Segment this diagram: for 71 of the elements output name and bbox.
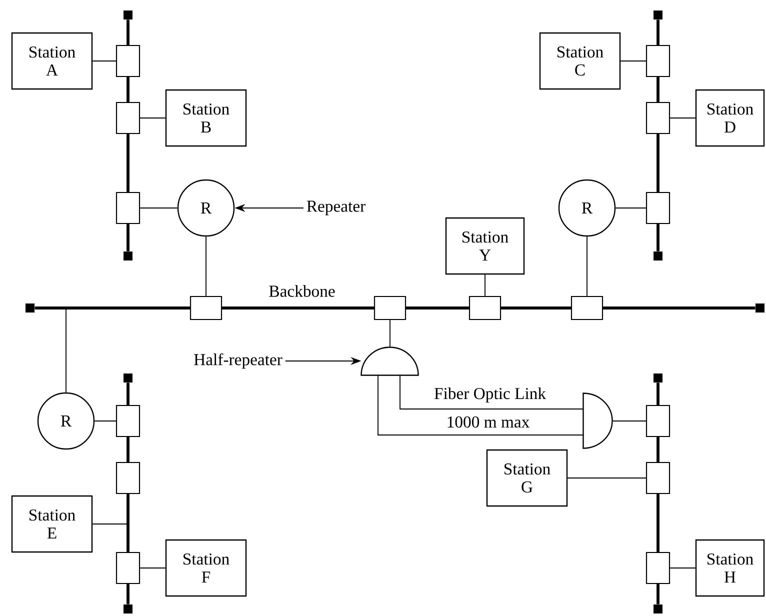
transceiver-box (468, 296, 502, 320)
cable-segment (126, 20, 130, 45)
fiber-line (378, 374, 584, 436)
cable-segment (126, 134, 130, 192)
cable-segment (126, 382, 130, 405)
transceiver-box (646, 102, 670, 134)
terminator (124, 252, 132, 260)
callout-label: Repeater (306, 200, 366, 216)
cable-segment (406, 306, 469, 310)
transceiver-box (116, 44, 140, 78)
cable-segment (656, 584, 660, 604)
terminator (654, 252, 662, 260)
station-box: Station D (695, 89, 765, 147)
cable-segment (126, 584, 130, 604)
cable-segment (126, 224, 130, 252)
station-box: Station G (486, 449, 568, 507)
connector-line (484, 274, 486, 296)
connector-line (94, 420, 116, 422)
station-box: Station C (539, 32, 621, 90)
terminator (654, 374, 662, 382)
station-box: Station F (165, 539, 247, 597)
station-box: Station Y (445, 217, 525, 275)
cable-segment (656, 382, 660, 405)
cable-segment (126, 437, 130, 462)
terminator (654, 604, 662, 614)
cable-segment (126, 77, 130, 102)
terminator (756, 304, 764, 312)
edge-label: 1000 m max (445, 415, 531, 429)
cable-segment (603, 306, 756, 310)
cable-label: Backbone (269, 285, 335, 297)
transceiver-box (646, 44, 670, 78)
terminator (124, 10, 132, 20)
terminator (654, 10, 662, 20)
transceiver-box (116, 404, 140, 438)
connector-line (92, 60, 116, 62)
transceiver-box (116, 192, 140, 224)
callout-label: Half-repeater (194, 353, 282, 369)
transceiver-box (116, 462, 140, 494)
transceiver-box (646, 462, 670, 494)
cable-segment (656, 20, 660, 45)
transceiver-box (190, 296, 222, 320)
cable-segment (656, 134, 660, 192)
transceiver-box (646, 552, 670, 584)
transceiver-box (374, 296, 406, 320)
cable-segment (34, 306, 190, 310)
terminator (124, 604, 132, 614)
cable-segment (656, 224, 660, 252)
cable-segment (501, 306, 571, 310)
transceiver-box (646, 404, 670, 438)
transceiver-box (116, 102, 140, 134)
cable-segment (656, 437, 660, 462)
cable-segment (222, 306, 374, 310)
cable-segment (656, 494, 660, 552)
cable-segment (126, 494, 130, 552)
connector-line (612, 420, 646, 422)
terminator (26, 304, 34, 312)
connector-line (620, 60, 646, 62)
transceiver-box (570, 296, 604, 320)
station-box: Station E (11, 495, 93, 553)
half-repeater (360, 346, 419, 376)
edge-label: Fiber Optic Link (432, 386, 548, 404)
fiber-line (400, 374, 584, 410)
half-repeater (582, 392, 613, 449)
connector-line (586, 236, 588, 296)
transceiver-box (646, 192, 670, 224)
transceiver-box (116, 552, 140, 584)
terminator (124, 374, 132, 382)
cable-segment (656, 77, 660, 102)
station-box: Station A (11, 32, 93, 90)
station-box: Station B (165, 89, 247, 147)
station-box: Station H (695, 539, 765, 597)
